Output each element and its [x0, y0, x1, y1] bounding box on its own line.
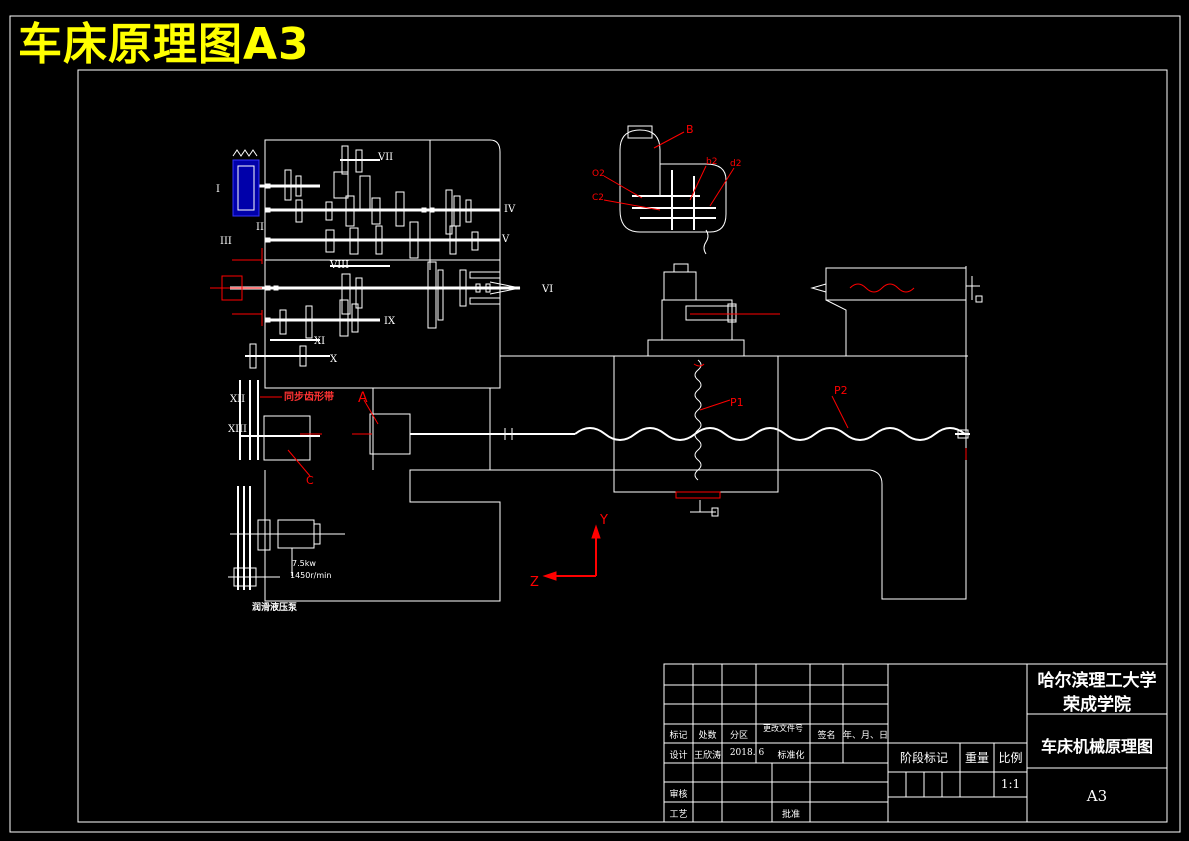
- university-name: 哈尔滨理工大学: [1037, 671, 1157, 691]
- label-o2: O2: [592, 169, 605, 179]
- shaft-label-2: II: [256, 222, 264, 233]
- col-date: 年、月、日: [843, 731, 889, 741]
- shaft-label-9: IX: [384, 316, 396, 327]
- scale-value: 1:1: [1000, 777, 1021, 791]
- label-p2: P2: [834, 384, 848, 397]
- coordinate-axes: [542, 524, 601, 581]
- shaft-label-7: VII: [377, 152, 393, 163]
- drawing-title: 车床原理图A3: [18, 19, 310, 70]
- belt-note: 同步齿形带: [284, 390, 334, 403]
- outer-frame: [9, 15, 1181, 833]
- col-sign: 签名: [817, 731, 836, 741]
- stage-mark: 阶段标记: [899, 751, 948, 765]
- col-zone: 分区: [729, 731, 748, 741]
- standard-label: 标准化: [777, 751, 805, 761]
- shaft-label-3: III: [220, 236, 232, 247]
- label-p1: P1: [730, 396, 744, 409]
- design-date: 2018. 6: [729, 748, 765, 758]
- drawing-name: 车床机械原理图: [1040, 737, 1153, 756]
- review-label: 审核: [669, 790, 688, 800]
- label-a: A: [358, 390, 368, 406]
- design-label: 设计: [669, 751, 688, 761]
- college-name: 荣成学院: [1063, 695, 1131, 715]
- pump-note: 润滑液压泵: [252, 601, 298, 613]
- shaft-label-12: XII: [230, 394, 245, 405]
- motor-power: 7.5kw: [292, 559, 316, 568]
- motor-speed: 1450r/min: [290, 571, 331, 580]
- scale-header: 比例: [998, 751, 1023, 765]
- shaft-label-11: XI: [314, 336, 325, 347]
- axis-y: Y: [599, 513, 608, 528]
- axis-z: Z: [530, 575, 539, 590]
- label-c: C: [306, 474, 314, 487]
- label-d2: d2: [730, 159, 741, 169]
- label-b2: b2: [706, 157, 717, 167]
- weight-header: 重量: [964, 751, 989, 765]
- inner-frame: [77, 69, 1168, 823]
- shaft-label-6: VI: [541, 284, 553, 295]
- shaft-label-1: I: [216, 184, 220, 195]
- shaft-label-4: IV: [504, 204, 516, 215]
- approve-label: 批准: [781, 810, 800, 820]
- leadscrew: [574, 427, 966, 441]
- clutch-red: [210, 248, 263, 326]
- feed-drive: [369, 413, 575, 455]
- label-b: B: [686, 123, 694, 136]
- process-label: 工艺: [669, 810, 688, 820]
- sheet-size: A3: [1086, 787, 1108, 805]
- col-count: 处数: [698, 731, 717, 741]
- col-mark: 标记: [669, 731, 688, 741]
- lathe-bed: [490, 263, 983, 600]
- title-block-lines: [663, 663, 1168, 823]
- shaft-label-10: X: [330, 354, 338, 365]
- top-mechanism: [619, 125, 727, 255]
- headstock: [228, 139, 521, 602]
- shaft-label-5: V: [501, 234, 510, 245]
- shaft-label-13: XIII: [228, 424, 247, 435]
- designer-name: 王欣涛: [693, 751, 721, 761]
- shaft-label-8: VIII: [329, 260, 349, 271]
- tailstock-spring: [849, 283, 915, 293]
- col-doc: 更改文件号: [763, 724, 803, 733]
- label-c2: C2: [592, 193, 604, 203]
